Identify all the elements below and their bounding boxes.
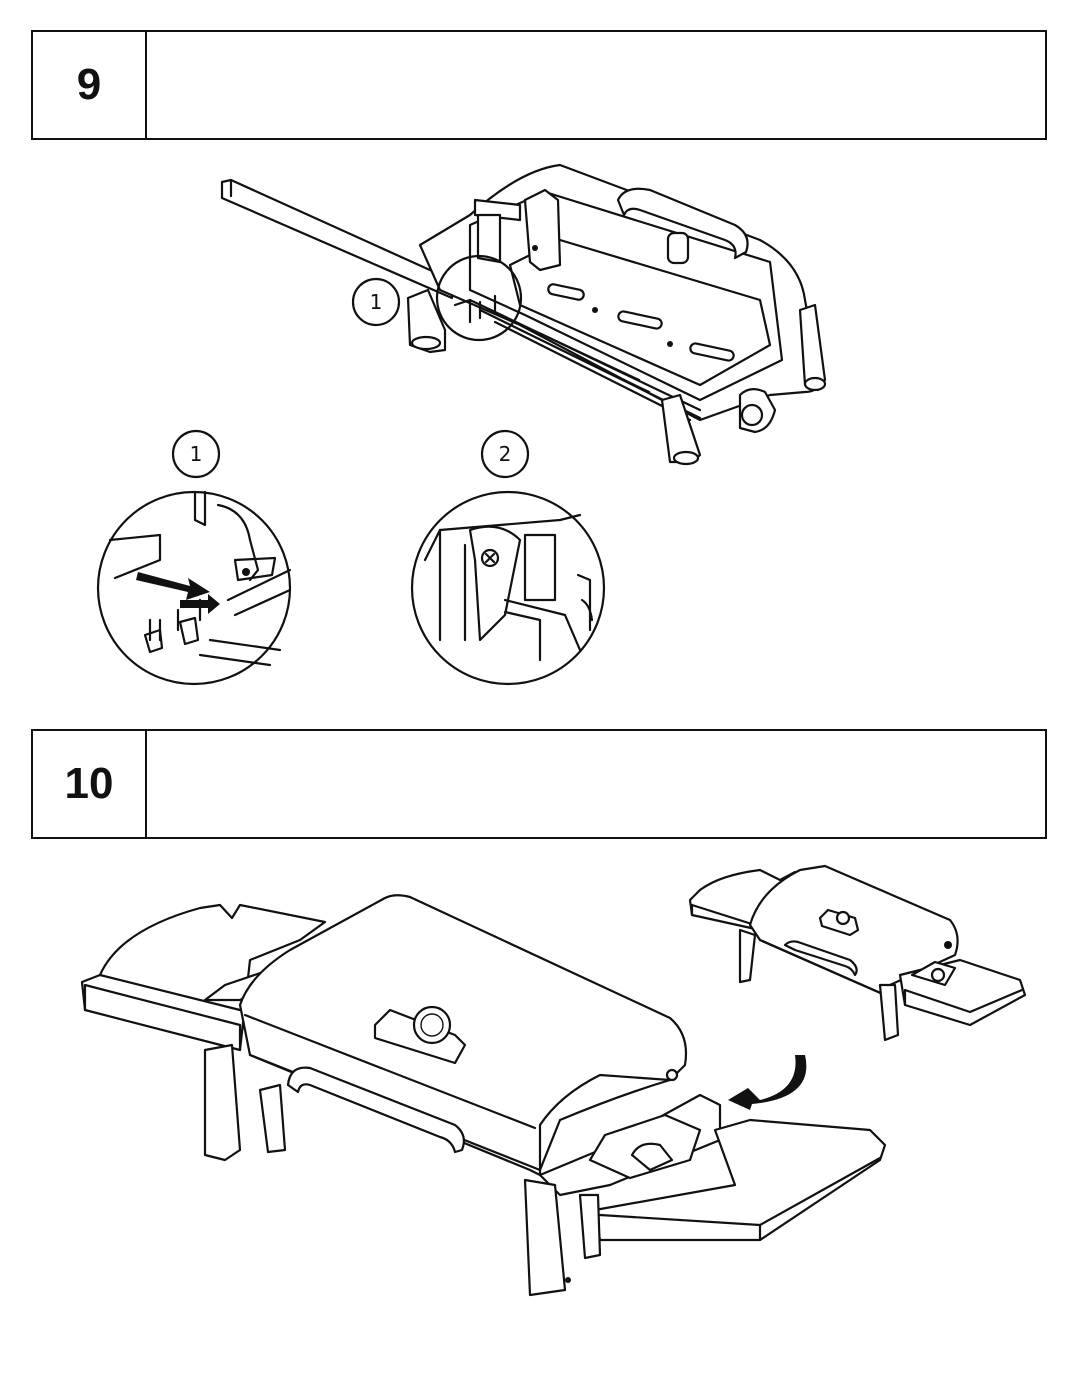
step-10-header: 10 xyxy=(31,729,1047,839)
callout-1-label: 1 xyxy=(370,290,383,314)
detail-2-illustration xyxy=(410,490,606,686)
detail-1-callout: 1 xyxy=(171,429,221,479)
detail-1-illustration xyxy=(96,490,292,686)
detail-2-callout: 2 xyxy=(480,429,530,479)
step-10-reference-grill xyxy=(688,864,1027,1042)
step-9-header: 9 xyxy=(31,30,1047,140)
step-9-number: 9 xyxy=(33,32,147,138)
step-10-number: 10 xyxy=(33,731,147,837)
step-9-callout-1-marker: 1 xyxy=(351,277,401,327)
detail-1-label: 1 xyxy=(190,442,203,466)
step-9-grill-illustration xyxy=(220,163,827,466)
detail-2-label: 2 xyxy=(499,442,512,466)
step-10-main-grill xyxy=(80,894,887,1297)
